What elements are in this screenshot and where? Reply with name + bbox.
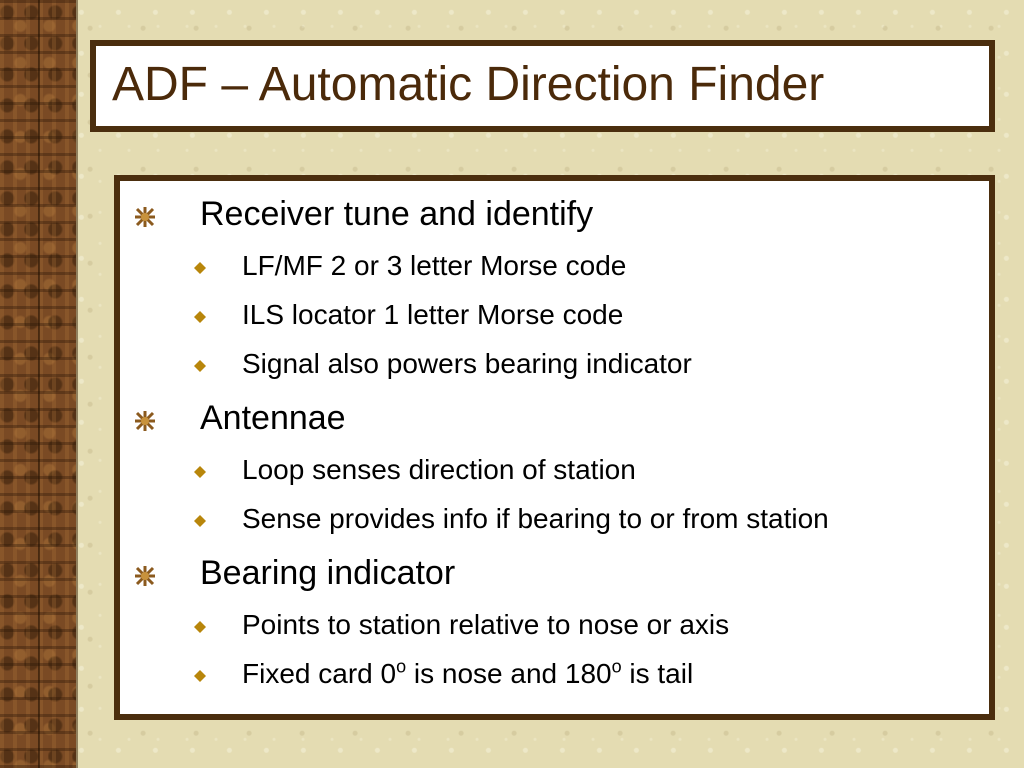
degree-superscript: o xyxy=(396,656,407,677)
star-burst-icon xyxy=(135,411,155,431)
fixed-card-part2: is nose and 180 xyxy=(406,658,612,689)
section-heading-text: Bearing indicator xyxy=(200,554,456,592)
wood-side-strip xyxy=(0,0,76,768)
slide-title: ADF – Automatic Direction Finder xyxy=(112,58,825,111)
diamond-icon xyxy=(194,311,206,323)
list-item-text: Points to station relative to nose or ax… xyxy=(242,609,730,640)
star-burst-icon xyxy=(135,207,155,227)
section-heading-text: Receiver tune and identify xyxy=(200,195,594,233)
fixed-card-part1: Fixed card 0 xyxy=(242,658,397,689)
diamond-icon xyxy=(194,466,206,478)
list-item-text: Signal also powers bearing indicator xyxy=(242,348,692,379)
degree-superscript: o xyxy=(611,656,622,677)
content-frame: Receiver tune and identify LF/MF 2 or 3 … xyxy=(114,175,995,720)
diamond-icon xyxy=(194,360,206,372)
list-item-text: Sense provides info if bearing to or fro… xyxy=(242,503,829,534)
diamond-icon xyxy=(194,670,206,682)
diamond-icon xyxy=(194,262,206,274)
list-item-text: LF/MF 2 or 3 letter Morse code xyxy=(242,250,627,281)
strip-edge xyxy=(76,0,78,768)
list-item-text: Loop senses direction of station xyxy=(242,454,636,485)
fixed-card-part3: is tail xyxy=(621,658,694,689)
list-item-text: ILS locator 1 letter Morse code xyxy=(242,299,624,330)
diamond-icon xyxy=(194,515,206,527)
strip-divider xyxy=(38,0,40,768)
list-item-text-fixed-card: Fixed card 0o is nose and 180o is tail xyxy=(242,658,693,690)
star-burst-icon xyxy=(135,566,155,586)
section-heading-text: Antennae xyxy=(200,399,346,437)
title-frame: ADF – Automatic Direction Finder xyxy=(90,40,995,132)
diamond-icon xyxy=(194,621,206,633)
